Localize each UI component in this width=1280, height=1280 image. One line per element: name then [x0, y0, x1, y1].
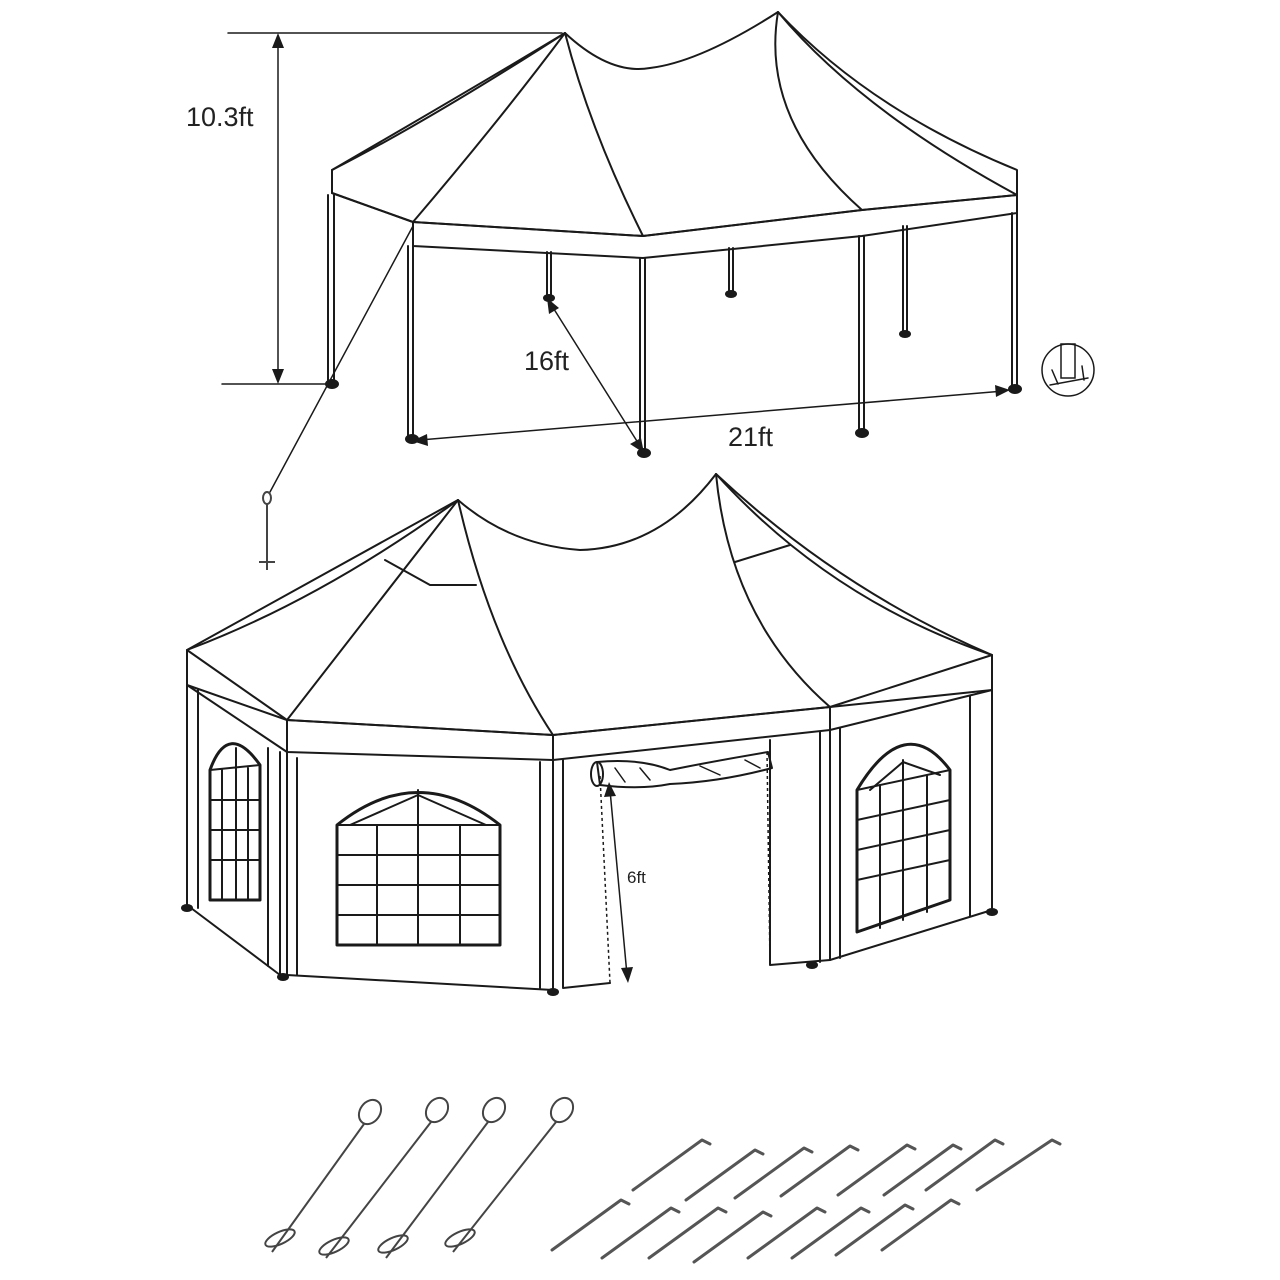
- peg-16: [880, 1198, 961, 1252]
- enclosed-walls: [186, 684, 993, 991]
- width-dimension: 21ft: [412, 385, 1010, 452]
- enclosed-ridge-3: [715, 473, 831, 708]
- enclosed-ridge-5: [186, 499, 459, 651]
- width-label: 21ft: [728, 422, 774, 452]
- depth-label: 16ft: [524, 346, 570, 376]
- window-front: [335, 789, 502, 947]
- enclosed-roof-outline: [186, 473, 993, 736]
- enclosed-ridge-1: [286, 499, 459, 721]
- frame-ridge-3: [774, 11, 863, 211]
- peg-4: [779, 1144, 860, 1198]
- foot-detail-callout: [1041, 343, 1095, 397]
- accessory-stakes: [264, 1096, 575, 1259]
- frame-legs: [327, 194, 1018, 451]
- peg-8: [975, 1138, 1062, 1192]
- frame-ridge-4: [777, 11, 1018, 196]
- tent-enclosed-view: 6ft: [181, 473, 998, 996]
- frame-eave-top: [331, 192, 1018, 237]
- door-height-label: 6ft: [627, 868, 646, 887]
- peg-7: [924, 1138, 1005, 1192]
- peg-15: [834, 1203, 915, 1257]
- stake-3: [377, 1096, 507, 1259]
- frame-feet: [325, 290, 1022, 458]
- rolled-door: [590, 751, 773, 789]
- frame-ridge-5: [331, 32, 566, 171]
- enclosed-ridge-2: [457, 499, 554, 736]
- stake-4: [444, 1096, 575, 1253]
- enclosed-ridge-4: [715, 473, 993, 656]
- enclosed-eave-corners: [286, 706, 831, 761]
- window-right: [855, 742, 952, 934]
- height-label: 10.3ft: [186, 102, 254, 132]
- frame-ridge-1: [412, 32, 566, 223]
- peg-6: [882, 1143, 963, 1197]
- peg-9: [550, 1198, 631, 1252]
- height-dimension: 10.3ft: [186, 32, 563, 385]
- enclosed-roof-eave-bottom: [186, 684, 993, 761]
- peg-10: [600, 1206, 681, 1260]
- accessory-pegs: [550, 1138, 1062, 1264]
- stake-2: [318, 1096, 450, 1259]
- peg-2: [684, 1148, 765, 1202]
- frame-ridge-2: [564, 32, 644, 237]
- window-left: [208, 742, 262, 902]
- enclosed-ridge-6: [384, 544, 791, 586]
- peg-13: [746, 1206, 827, 1260]
- peg-11: [647, 1206, 728, 1260]
- peg-12: [692, 1210, 773, 1264]
- guy-rope: [259, 225, 414, 570]
- frame-eave: [331, 169, 1018, 259]
- frame-roof-outline: [331, 11, 1018, 237]
- door-height-dimension: 6ft: [604, 782, 646, 983]
- tent-frame-view: 10.3ft 16ft 21ft: [186, 11, 1095, 570]
- peg-14: [790, 1206, 871, 1260]
- peg-3: [733, 1146, 814, 1200]
- peg-1: [631, 1138, 712, 1192]
- peg-5: [836, 1143, 917, 1197]
- enclosed-feet: [181, 904, 998, 996]
- stake-1: [264, 1098, 383, 1253]
